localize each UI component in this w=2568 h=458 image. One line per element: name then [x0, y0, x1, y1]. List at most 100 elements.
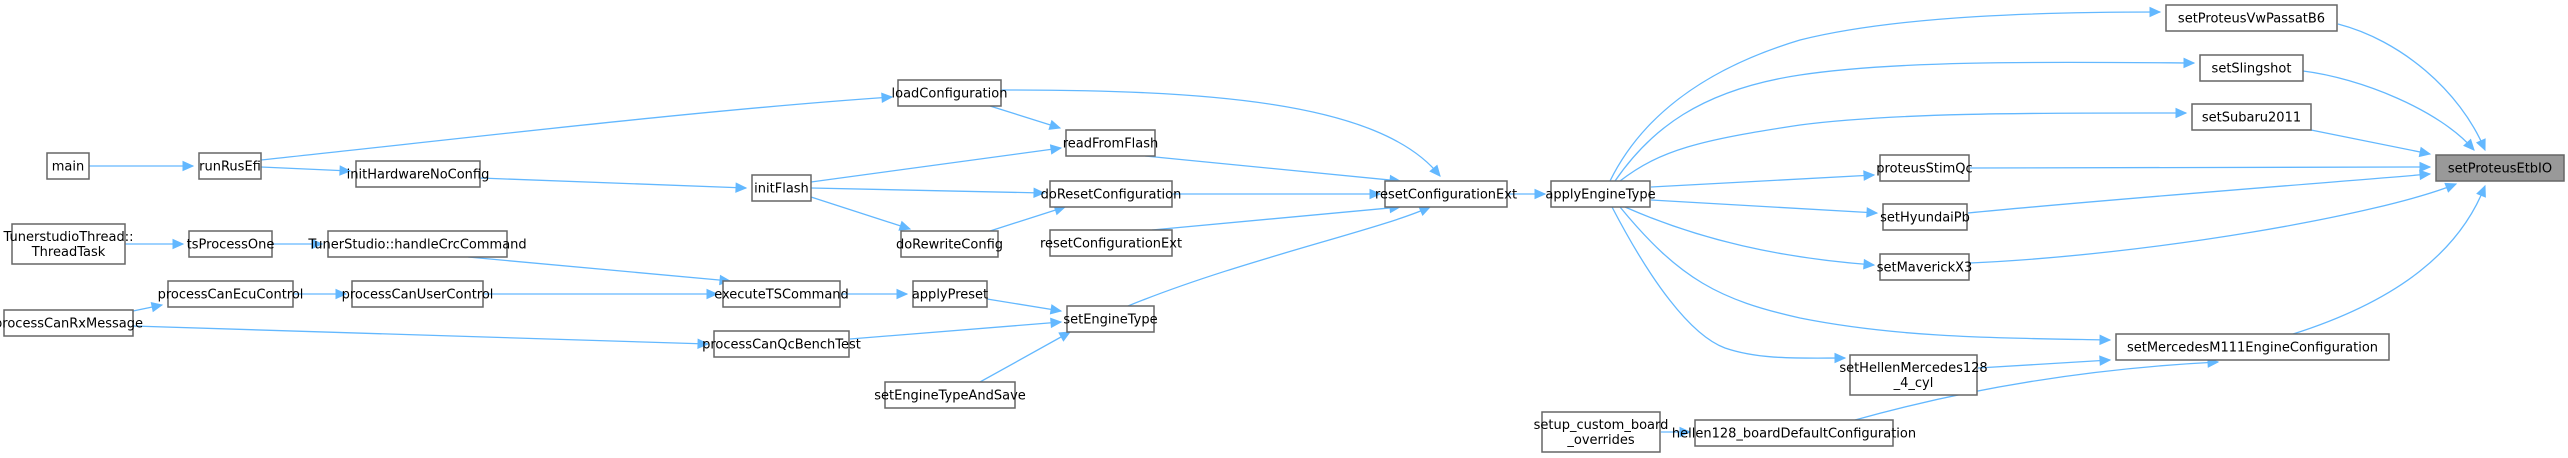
edge-setMercedesM111EngineConfiguration-to-setProteusEtbIO [2292, 184, 2486, 335]
arrowhead-icon [1863, 170, 1876, 181]
edge-executeTSCommand-to-applyPreset [841, 288, 909, 300]
edge-runRusEfi-to-loadConfiguration [260, 92, 894, 161]
node-loadConfiguration[interactable]: loadConfiguration [892, 79, 1008, 107]
arrowhead-icon [2476, 184, 2486, 198]
edge-line [810, 187, 1045, 194]
node-initFlash[interactable]: initFlash [751, 174, 812, 202]
node-setProteusEtbIO[interactable]: setProteusEtbIO [2435, 154, 2565, 182]
node-setEngineTypeAndSave[interactable]: setEngineTypeAndSave [874, 381, 1026, 409]
node-box [2191, 103, 2312, 131]
arrowhead-icon [311, 238, 324, 250]
node-box [1049, 229, 1173, 257]
node-resetConfigurationExt-2[interactable]: resetConfigurationExt [1040, 229, 1182, 257]
edge-line [1609, 11, 2161, 182]
edge-setProteusVwPassatB6-to-setProteusEtbIO [2337, 23, 2486, 152]
edge-TunerStudio_handleCrcCommand-to-executeTSCommand [467, 256, 732, 286]
edge-line [2292, 185, 2486, 335]
node-label: resetConfigurationExt [1375, 188, 1517, 203]
node-box [3, 309, 134, 337]
node-label: runRusEfi [199, 160, 261, 175]
arrowhead-icon [1418, 206, 1432, 217]
node-setHellenMercedes128-4-cyl[interactable]: setHellenMercedes128_4_cyl [1839, 354, 1988, 396]
node-label: applyPreset [912, 288, 988, 303]
arrowhead-icon [898, 220, 912, 231]
edge-line [2302, 70, 2475, 151]
node-setMaverickX3[interactable]: setMaverickX3 [1877, 253, 1973, 281]
node-applyPreset[interactable]: applyPreset [912, 280, 988, 308]
node-TunerStudio-handleCrcCommand[interactable]: TunerStudio::handleCrcCommand [307, 230, 527, 258]
node-box [1065, 129, 1156, 157]
node-hellen128-boardDefaultConfiguration[interactable]: hellen128_boardDefaultConfiguration [1672, 419, 1916, 447]
edge-setHyundaiPb-to-setProteusEtbIO [1967, 169, 2432, 214]
node-label: setEngineType [1063, 313, 1157, 328]
node-label: doRewriteConfig [896, 238, 1003, 253]
node-label: TunerStudio::handleCrcCommand [307, 238, 526, 253]
edge-setEngineTypeAndSave-to-setEngineType [979, 331, 1072, 383]
node-box [1849, 354, 1978, 396]
node-applyEngineType[interactable]: applyEngineType [1545, 180, 1656, 208]
node-box [884, 381, 1016, 409]
node-setMercedesM111EngineConfiguration[interactable]: setMercedesM111EngineConfiguration [2115, 333, 2390, 361]
node-label: ThreadTask [31, 245, 106, 260]
node-setSlingshot[interactable]: setSlingshot [2199, 54, 2304, 82]
node-proteusStimQc[interactable]: proteusStimQc [1876, 154, 1973, 182]
node-readFromFlash[interactable]: readFromFlash [1063, 129, 1159, 157]
node-setProteusVwPassatB6[interactable]: setProteusVwPassatB6 [2165, 4, 2338, 32]
node-label: initHardwareNoConfig [347, 168, 490, 183]
node-doResetConfiguration[interactable]: doResetConfiguration [1041, 180, 1182, 208]
edge-tsProcessOne-to-TunerStudio_handleCrcCommand [272, 238, 324, 250]
node-processCanQcBenchTest[interactable]: processCanQcBenchTest [702, 330, 861, 358]
node-box [198, 152, 262, 180]
edge-line [989, 206, 1066, 232]
node-resetConfigurationExt[interactable]: resetConfigurationExt [1375, 180, 1517, 208]
arrowhead-icon [150, 301, 164, 313]
edge-processCanUserControl-to-executeTSCommand [484, 288, 719, 300]
node-tsProcessOne[interactable]: tsProcessOne [187, 230, 275, 258]
arrowhead-icon [1049, 144, 1063, 155]
edge-line [479, 177, 747, 189]
node-TunerstudioThread-ThreadTask[interactable]: TunerstudioThread::ThreadTask [3, 223, 134, 265]
edge-setEngineType-to-resetConfigurationExt [1127, 206, 1432, 307]
node-processCanUserControl[interactable]: processCanUserControl [342, 280, 494, 308]
arrowhead-icon [2463, 138, 2475, 151]
edge-applyEngineType-to-proteusStimQc [1650, 170, 1876, 188]
edge-initFlash-to-doResetConfiguration [810, 187, 1046, 199]
node-label: loadConfiguration [892, 87, 1008, 102]
edge-line [1967, 173, 2431, 214]
node-setHyundaiPb[interactable]: setHyundaiPb [1880, 203, 1970, 231]
node-box [1550, 180, 1651, 208]
node-main[interactable]: main [46, 152, 90, 180]
edges-layer [89, 6, 2486, 438]
node-label: tsProcessOne [187, 238, 275, 253]
edge-line [1000, 89, 1441, 177]
node-initHardwareNoConfig[interactable]: initHardwareNoConfig [347, 160, 490, 188]
arrowhead-icon [2444, 182, 2458, 193]
node-box [1694, 419, 1894, 447]
edge-processCanRxMessage-to-processCanQcBenchTest [132, 325, 710, 350]
node-executeTSCommand[interactable]: executeTSCommand [714, 280, 849, 308]
node-label: processCanQcBenchTest [702, 338, 861, 353]
node-processCanEcuControl[interactable]: processCanEcuControl [158, 280, 304, 308]
arrowhead-icon [896, 288, 909, 300]
edge-processCanRxMessage-to-processCanEcuControl [132, 301, 164, 313]
node-setEngineType[interactable]: setEngineType [1063, 305, 1158, 333]
node-box [1879, 253, 1970, 281]
arrowhead-icon [2149, 6, 2162, 18]
nodes-layer: setProteusEtbIO setProteusVwPassatB6 setSl… [0, 4, 2565, 453]
edge-setSubaru2011-to-setProteusEtbIO [2310, 129, 2432, 158]
edge-applyEngineType-to-setSlingshot [1614, 57, 2196, 182]
node-setup-custom-board-overrides[interactable]: setup_custom_board_overrides [1534, 411, 1669, 453]
node-setSubaru2011[interactable]: setSubaru2011 [2191, 103, 2312, 131]
edge-setSlingshot-to-setProteusEtbIO [2302, 70, 2475, 151]
node-box [722, 280, 841, 308]
node-doRewriteConfig[interactable]: doRewriteConfig [896, 230, 1003, 258]
edge-line [1619, 206, 2111, 341]
edge-applyEngineType-to-setProteusVwPassatB6 [1609, 6, 2162, 182]
node-runRusEfi[interactable]: runRusEfi [198, 152, 262, 180]
node-processCanRxMessage[interactable]: processCanRxMessage [0, 309, 143, 337]
edge-line [849, 321, 1062, 340]
edge-loadConfiguration-to-readFromFlash [989, 105, 1062, 130]
edge-line [989, 105, 1061, 129]
edge-proteusStimQc-to-setProteusEtbIO [1969, 161, 2432, 173]
